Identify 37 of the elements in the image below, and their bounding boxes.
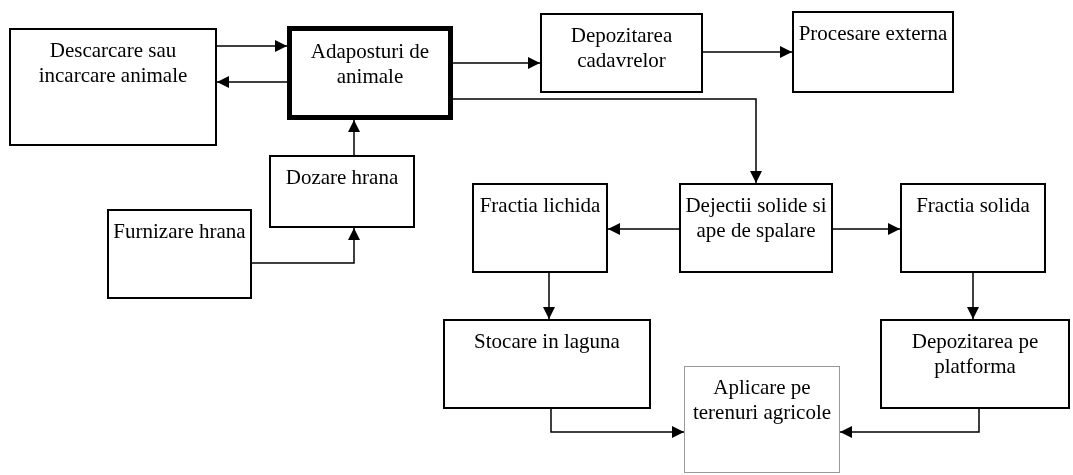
arrow bbox=[251, 227, 360, 264]
arrow bbox=[452, 57, 541, 69]
arrow bbox=[607, 223, 680, 235]
arrow bbox=[839, 408, 980, 438]
process-box bbox=[9, 28, 217, 146]
process-box bbox=[472, 183, 608, 273]
arrow bbox=[216, 76, 288, 88]
box-label: Dozare hrana bbox=[285, 165, 399, 190]
process-box bbox=[900, 183, 1046, 273]
process-box bbox=[287, 26, 453, 120]
process-box bbox=[540, 13, 703, 93]
box-label: Depozitarea pe platforma bbox=[910, 329, 1040, 379]
process-box bbox=[107, 209, 252, 299]
process-box bbox=[880, 319, 1070, 409]
box-label: Aplicare pe terenuri agricole bbox=[691, 375, 833, 425]
box-label: Descarcare sau incarcare animale bbox=[37, 38, 189, 88]
arrow bbox=[967, 272, 979, 320]
arrow bbox=[543, 272, 555, 320]
box-label: Adaposturi de animale bbox=[309, 39, 431, 89]
arrow bbox=[216, 40, 288, 52]
process-box bbox=[679, 183, 833, 273]
box-label: Stocare in laguna bbox=[474, 329, 620, 354]
box-label: Fractia solida bbox=[916, 193, 1030, 218]
process-box bbox=[443, 319, 651, 409]
arrow bbox=[702, 46, 793, 58]
box-label: Procesare externa bbox=[798, 21, 948, 46]
arrow bbox=[832, 223, 901, 235]
process-box bbox=[684, 366, 840, 473]
process-box bbox=[269, 155, 415, 228]
box-label: Fractia lichida bbox=[479, 193, 601, 218]
process-box bbox=[792, 11, 954, 93]
box-label: Furnizare hrana bbox=[113, 219, 246, 244]
box-label: Dejectii solide si ape de spalare bbox=[684, 193, 828, 243]
arrow bbox=[348, 119, 360, 156]
arrow bbox=[550, 408, 685, 438]
arrow bbox=[452, 98, 762, 184]
box-label: Depozitarea cadavrelor bbox=[569, 23, 674, 73]
